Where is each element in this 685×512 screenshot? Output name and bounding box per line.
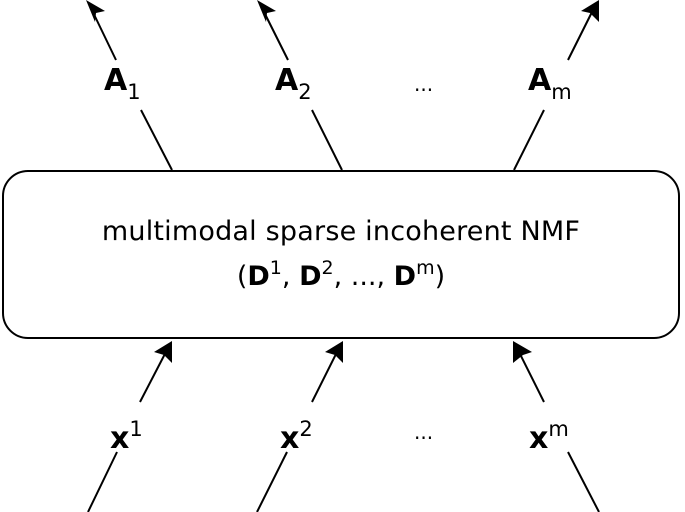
output-label-a1: A1 (104, 63, 141, 105)
dictionary-1: D (247, 261, 270, 292)
output-ellipsis: ... (414, 72, 434, 96)
process-title: multimodal sparse incoherent NMF (101, 216, 581, 247)
input-label-xm: xm (529, 417, 569, 456)
dictionary-m: D (393, 261, 417, 292)
input-arrow-xm (513, 341, 600, 512)
input-label-x2: x2 (280, 417, 313, 456)
input-label-x1: x1 (110, 417, 143, 456)
output-arrow-a1 (86, 0, 173, 171)
input-arrow-x2 (256, 341, 343, 512)
nmf-process-box: multimodal sparse incoherent NMF (D1, D2… (2, 170, 680, 339)
input-ellipsis: ... (414, 420, 434, 444)
output-label-a2: A2 (275, 63, 312, 105)
dictionaries-label: (D1, D2, ..., Dm) (236, 257, 446, 292)
output-arrow-am (513, 0, 599, 171)
output-arrow-a2 (257, 0, 343, 171)
input-arrow-x1 (87, 341, 172, 512)
dictionary-2: D (299, 261, 322, 292)
output-label-am: Am (528, 63, 572, 105)
